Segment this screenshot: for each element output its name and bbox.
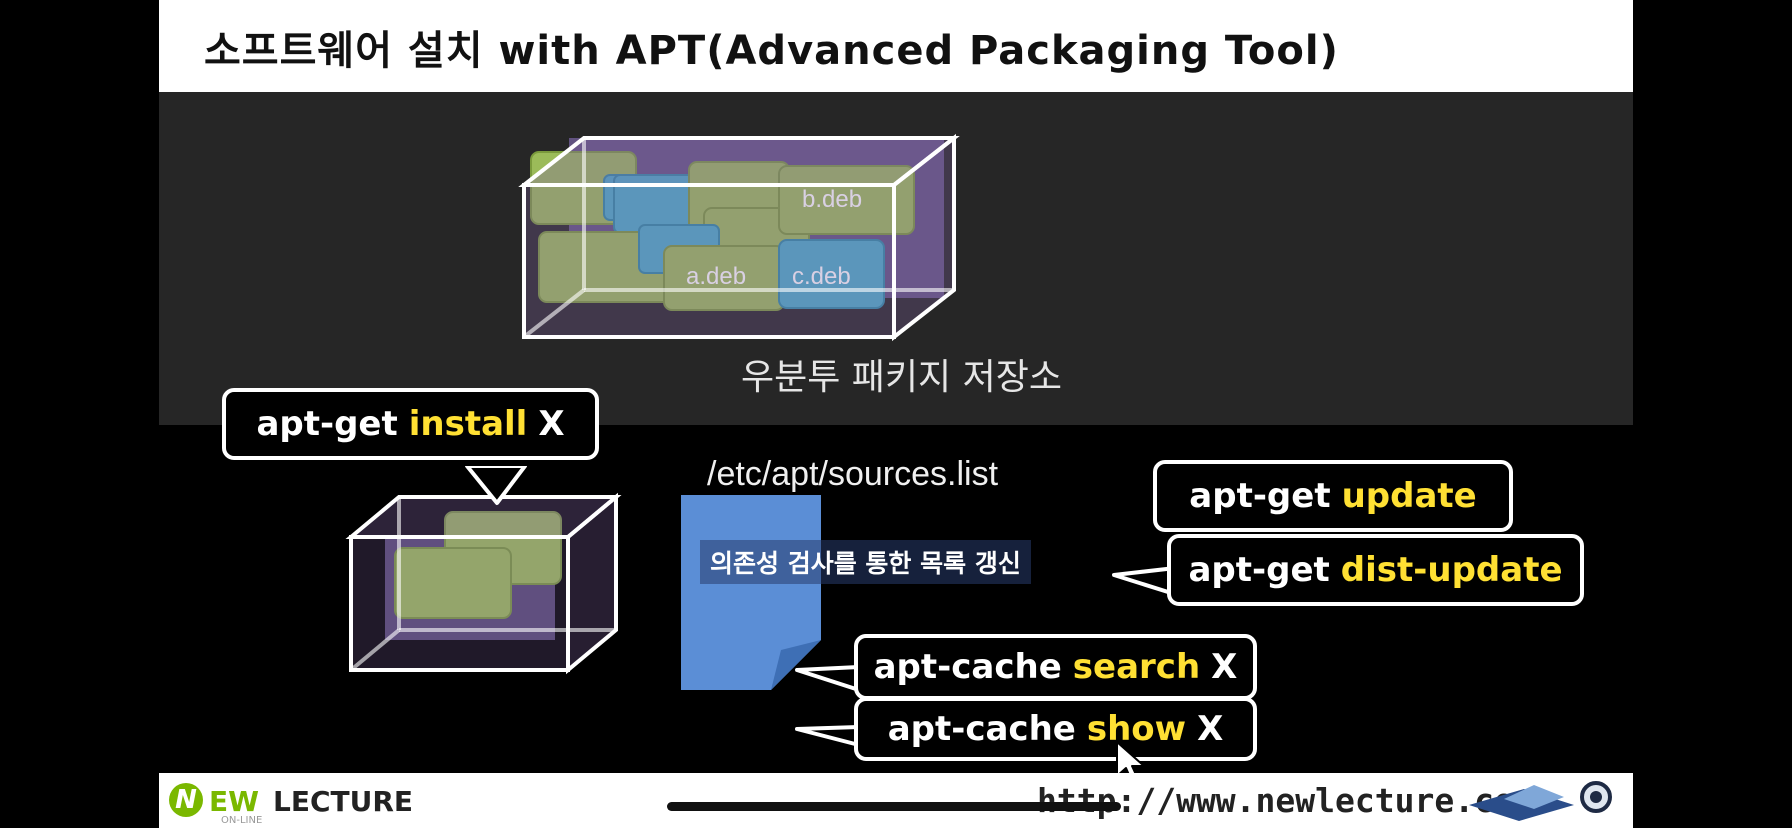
show-cmd: apt-cache (887, 709, 1076, 749)
show-bubble: apt-cache show X (854, 697, 1257, 761)
search-cmd: apt-cache (873, 647, 1062, 687)
search-arg: X (1211, 647, 1238, 687)
local-package-2 (394, 547, 512, 619)
show-arg: X (1197, 709, 1224, 749)
update-keyword: update (1341, 476, 1477, 516)
home-indicator[interactable] (667, 802, 1121, 811)
repository-box-diagram: b.deb a.deb c.deb (345, 133, 1192, 747)
package-c-deb-label: c.deb (792, 263, 851, 290)
footer-url: http://www.newlecture.com (1037, 781, 1534, 820)
dist-update-cmd: apt-get (1188, 550, 1330, 590)
search-bubble: apt-cache search X (854, 634, 1257, 700)
logo-ew-text: EW (209, 785, 260, 818)
update-bubble: apt-get update (1153, 460, 1513, 532)
repository-label: 우분투 패키지 저장소 (741, 357, 1062, 398)
install-bubble: apt-get install X (222, 388, 599, 460)
dependency-check-caption: 의존성 검사를 통한 목록 갱신 (700, 540, 1031, 584)
newlecture-logo: N EW LECTURE ON-LINE (169, 779, 413, 826)
slide-title: 소프트웨어 설치 with APT(Advanced Packaging Too… (204, 28, 1339, 74)
package-a-deb-label: a.deb (686, 263, 746, 290)
footer-decoration-icon (1469, 781, 1612, 821)
search-keyword: search (1072, 647, 1201, 687)
install-keyword: install (408, 404, 528, 444)
title-bar: 소프트웨어 설치 with APT(Advanced Packaging Too… (159, 0, 1633, 92)
logo-lecture-text: LECTURE (273, 785, 414, 818)
update-cmd: apt-get (1189, 476, 1331, 516)
dist-update-bubble: apt-get dist-update (1167, 534, 1584, 606)
package-b-deb-label: b.deb (802, 186, 862, 213)
install-cmd: apt-get (256, 404, 398, 444)
install-arg: X (538, 404, 565, 444)
local-box (345, 492, 622, 675)
slide-footer: N EW LECTURE ON-LINE http://www.newlectu… (159, 773, 1633, 828)
show-keyword: show (1086, 709, 1187, 749)
lecture-slide: 소프트웨어 설치 with APT(Advanced Packaging Too… (159, 0, 1633, 828)
dist-update-keyword: dist-update (1340, 550, 1563, 590)
sources-list-document (681, 495, 821, 690)
logo-n-icon: N (169, 783, 203, 817)
repo-box-outline (518, 133, 960, 342)
sources-list-path: /etc/apt/sources.list (707, 455, 999, 493)
logo-online-text: ON-LINE (221, 815, 263, 826)
